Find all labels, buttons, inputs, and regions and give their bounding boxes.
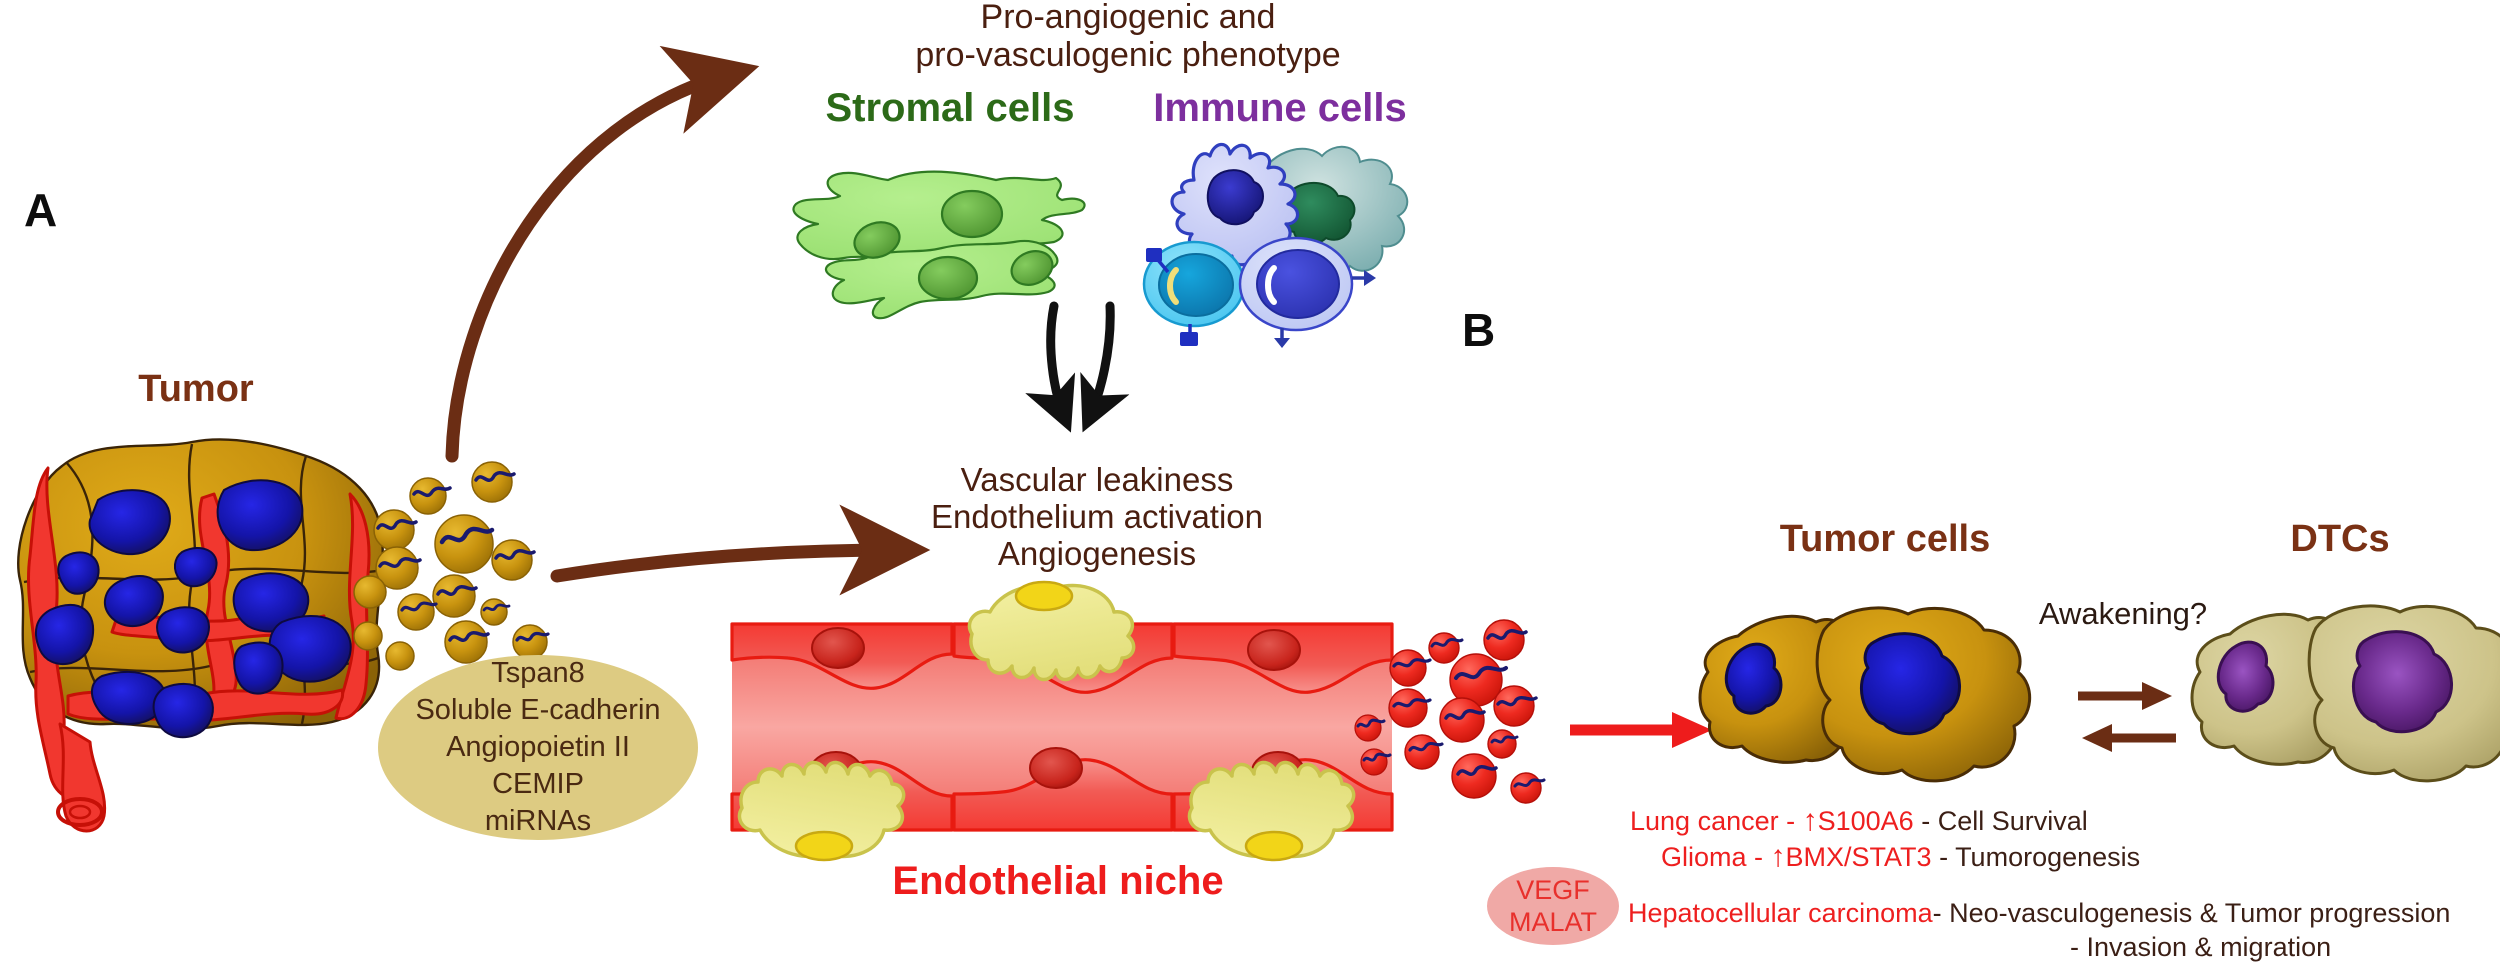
dtcs-label: DTCs [2290, 518, 2390, 560]
endothelial-niche-label: Endothelial niche [892, 859, 1224, 903]
panel-label-b: B [1462, 304, 1496, 356]
finding-row-1: Glioma - ↑BMX/STAT3 - Tumorogenesis [1661, 840, 2140, 874]
up-arrow-icon-0: ↑ [1802, 804, 1818, 837]
tumor-mass-icon [17, 438, 384, 833]
panel-label-a: A [24, 184, 58, 236]
finding-0-effect: - Cell Survival [1913, 806, 2088, 836]
intravascular-exosomes [1354, 714, 1392, 776]
outcome-line-3: Angiogenesis [997, 535, 1197, 572]
finding-1-gene: BMX/STAT3 [1785, 842, 1932, 872]
hcc-cancer: Hepatocellular carcinoma [1628, 898, 1933, 928]
double-down-arrow-icon [1025, 301, 1130, 433]
cargo-item-3: CEMIP [492, 768, 584, 801]
exosome-cluster-gold [353, 461, 550, 671]
cargo-list: Tspan8 Soluble E-cadherin Angiopoietin I… [415, 655, 660, 841]
lymphocyte-blue-icon [1238, 236, 1376, 348]
vegf-malat-ellipse: VEGF MALAT [1487, 867, 1619, 945]
exosome-cluster-red [1388, 619, 1546, 804]
vegf-line-1: VEGF [1516, 874, 1590, 905]
immune-cells-label: Immune cells [1153, 86, 1407, 130]
vegf-line-2: MALAT [1508, 907, 1597, 937]
outcome-line-1: Vascular leakiness [960, 461, 1234, 498]
headline-line-1: Pro-angiogenic and [980, 0, 1276, 36]
lymphocyte-cyan-icon [1142, 240, 1246, 346]
hcc-row: Hepatocellular carcinoma- Neo-vasculogen… [1628, 898, 2450, 928]
cargo-item-1: Soluble E-cadherin [415, 693, 661, 726]
stromal-cells-label: Stromal cells [825, 86, 1075, 130]
hcc-effect-1: - Neo-vasculogenesis & Tumor progression [1932, 898, 2451, 928]
finding-0-gene: S100A6 [1817, 806, 1914, 836]
exosome-icon [1388, 619, 1546, 804]
hcc-effect-2: - Invasion & migration [2070, 932, 2332, 962]
panel-b-dtc-cells-icon [2190, 604, 2500, 783]
curved-arrow-icon [445, 45, 931, 596]
finding-1-cancer: Glioma - [1661, 842, 1771, 872]
cargo-item-0: Tspan8 [491, 656, 585, 689]
red-arrow-icon [1570, 712, 1712, 748]
tumor-cells-label: Tumor cells [1779, 518, 1991, 560]
panel-b-tumor-cells-icon [1698, 606, 2032, 783]
finding-0-cancer: Lung cancer - [1630, 806, 1803, 836]
immune-cells-icon [1142, 142, 1409, 348]
finding-row-0: Lung cancer - ↑S100A6 - Cell Survival [1630, 804, 2088, 838]
awakening-label: Awakening? [2038, 596, 2208, 631]
cargo-item-4: miRNAs [484, 805, 592, 838]
tumor-label: Tumor [138, 368, 254, 410]
vegf-malat-text: VEGF MALAT [1509, 874, 1597, 939]
finding-1-effect: - Tumorogenesis [1931, 842, 2141, 872]
cargo-item-2: Angiopoietin II [446, 730, 630, 763]
cargo-ellipse: Tspan8 Soluble E-cadherin Angiopoietin I… [378, 655, 698, 840]
exosome-icon [353, 461, 550, 671]
stromal-cells-icon [792, 170, 1086, 320]
up-arrow-icon-1: ↑ [1770, 840, 1786, 873]
outcome-line-2: Endothelium activation [930, 498, 1264, 535]
bidirectional-arrow-icon [2078, 682, 2176, 752]
headline-line-2: pro-vasculogenic phenotype [915, 36, 1341, 74]
blood-vessel-icon [730, 580, 1394, 862]
